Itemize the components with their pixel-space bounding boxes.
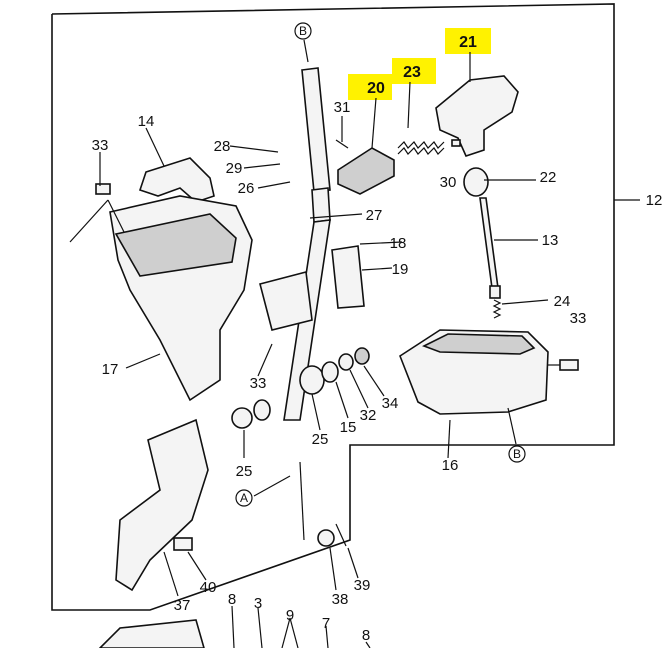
label-26: 26 xyxy=(238,180,255,197)
ref-a: A xyxy=(235,489,253,507)
diagram-frame xyxy=(51,3,615,611)
shift-rod xyxy=(283,39,331,421)
label-17: 17 xyxy=(102,361,119,378)
part-20-block xyxy=(337,147,395,195)
label-29: 29 xyxy=(226,160,243,177)
label-34: 34 xyxy=(382,395,399,412)
label-9: 9 xyxy=(286,607,294,624)
label-3: 3 xyxy=(254,595,262,612)
spring-23 xyxy=(397,141,445,155)
label-23: 23 xyxy=(403,64,421,81)
label-27: 27 xyxy=(366,207,383,224)
label-21: 21 xyxy=(459,34,477,51)
label-32: 32 xyxy=(360,407,377,424)
washer-38 xyxy=(317,529,335,547)
collar-22 xyxy=(463,167,489,197)
label-19: 19 xyxy=(392,261,409,278)
leader-lines xyxy=(69,52,549,597)
bolt-33-left xyxy=(95,183,111,195)
ref-b-top: B xyxy=(294,22,312,40)
bracket-14 xyxy=(138,157,215,203)
label-18: 18 xyxy=(390,235,407,252)
label-38: 38 xyxy=(332,591,349,608)
highlight-21 xyxy=(445,28,491,54)
label-25-left: 25 xyxy=(236,463,253,480)
spring-24 xyxy=(492,299,502,319)
svg-text:A: A xyxy=(240,491,248,505)
label-13: 13 xyxy=(542,232,559,249)
pin-30 xyxy=(451,139,461,147)
label-30: 30 xyxy=(440,174,457,191)
bottom-part xyxy=(98,619,205,648)
bolt-40 xyxy=(173,537,193,551)
housing-16 xyxy=(399,329,549,415)
label-16: 16 xyxy=(442,457,459,474)
knob-21 xyxy=(435,75,519,157)
label-20: 20 xyxy=(367,80,385,97)
highlight-20 xyxy=(348,74,392,100)
pin-31 xyxy=(335,139,349,149)
label-28: 28 xyxy=(214,138,231,155)
svg-text:B: B xyxy=(299,24,307,38)
label-40: 40 xyxy=(200,579,217,596)
label-22: 22 xyxy=(540,169,557,186)
label-31: 31 xyxy=(334,99,351,116)
pin-39 xyxy=(335,523,347,547)
label-37: 37 xyxy=(174,597,191,614)
label-7: 7 xyxy=(322,615,330,632)
ref-b-bottom: B xyxy=(508,445,526,463)
highlight-23 xyxy=(392,58,436,84)
lever-arm xyxy=(115,418,209,592)
label-33-left: 33 xyxy=(92,137,109,154)
label-12: 12 xyxy=(646,192,663,209)
console-17 xyxy=(109,195,253,402)
rod-13 xyxy=(479,197,499,289)
label-24: 24 xyxy=(554,293,571,310)
label-33-mid: 33 xyxy=(250,375,267,392)
bracket-18-19 xyxy=(331,245,365,309)
label-14: 14 xyxy=(138,113,155,130)
label-25-right: 25 xyxy=(312,431,329,448)
bushing-stack xyxy=(231,347,370,429)
label-39: 39 xyxy=(354,577,371,594)
label-33-right: 33 xyxy=(570,310,587,327)
label-15: 15 xyxy=(340,419,357,436)
label-8a: 8 xyxy=(228,591,236,608)
label-8b: 8 xyxy=(362,627,370,644)
bolt-33-right xyxy=(548,359,579,371)
svg-text:B: B xyxy=(513,447,521,461)
